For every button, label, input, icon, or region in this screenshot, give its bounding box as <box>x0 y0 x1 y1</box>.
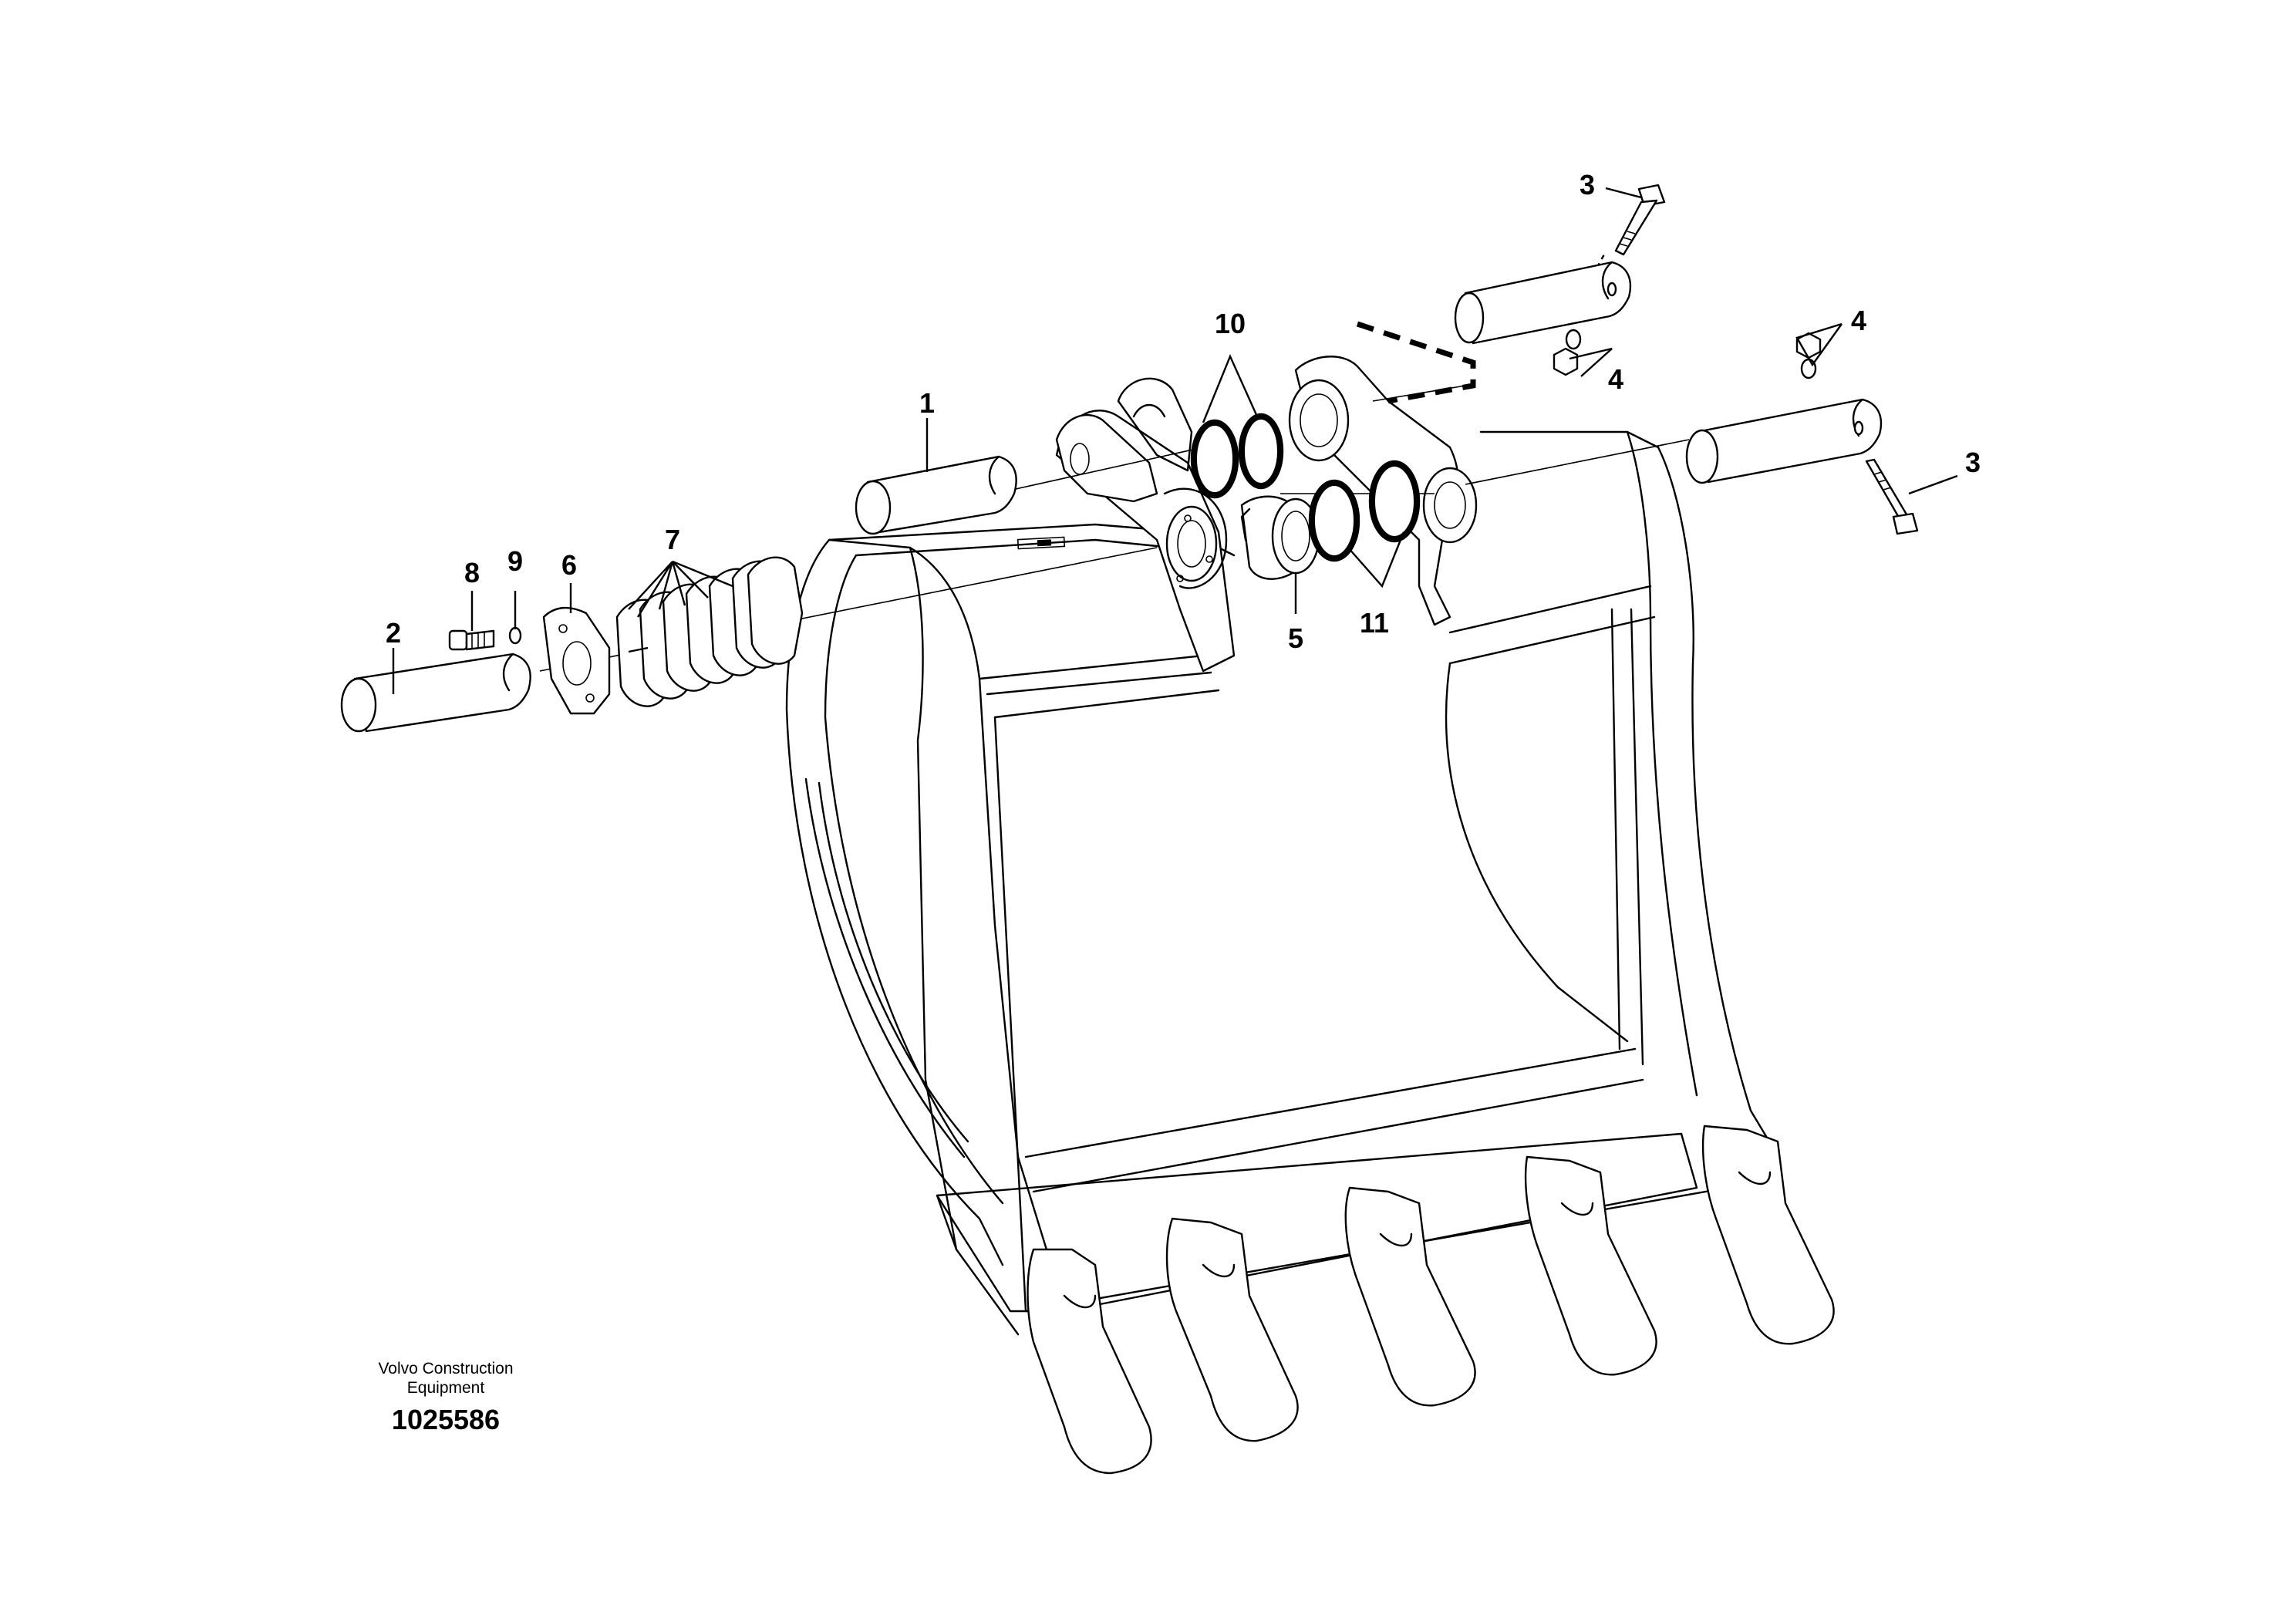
label-part-8: 8 <box>464 557 480 588</box>
label-part-1: 1 <box>919 387 935 419</box>
part-number-labels: 1 2 3 3 4 4 5 6 7 8 9 10 11 <box>386 169 1981 654</box>
label-part-10: 10 <box>1215 308 1246 339</box>
part-10-seal-rings <box>1190 413 1284 499</box>
bucket-teeth <box>1027 1125 1835 1475</box>
label-part-6: 6 <box>561 549 577 581</box>
leader-lines <box>392 187 1958 694</box>
label-part-5: 5 <box>1288 622 1303 654</box>
part-5-bushing <box>1240 495 1320 580</box>
part-6-plate <box>542 606 611 715</box>
label-part-3-lower: 3 <box>1965 447 1981 478</box>
label-part-11: 11 <box>1360 607 1389 639</box>
decal <box>1017 536 1066 550</box>
company-name-line2: Equipment <box>407 1379 485 1397</box>
part-7-shims <box>615 556 804 707</box>
part-1-pin <box>855 455 1017 535</box>
upper-pin-with-bolt <box>1454 184 1666 376</box>
drawing-number: 1025586 <box>392 1404 500 1435</box>
part-2-pin <box>340 653 531 733</box>
part-11-seal-rings <box>1308 460 1421 562</box>
label-part-4-right: 4 <box>1851 305 1866 336</box>
right-pin-with-bolt <box>1685 332 1919 535</box>
part-8-bolt <box>448 629 495 651</box>
label-part-7: 7 <box>665 524 680 555</box>
label-part-9: 9 <box>507 545 523 577</box>
label-part-2: 2 <box>386 617 401 649</box>
label-part-4-left: 4 <box>1608 363 1623 395</box>
part-9-washer <box>508 626 522 645</box>
company-name-line1: Volvo Construction <box>378 1360 513 1378</box>
label-part-3-upper: 3 <box>1580 169 1595 201</box>
caption-block: Volvo Construction Equipment 1025586 <box>378 1360 513 1435</box>
